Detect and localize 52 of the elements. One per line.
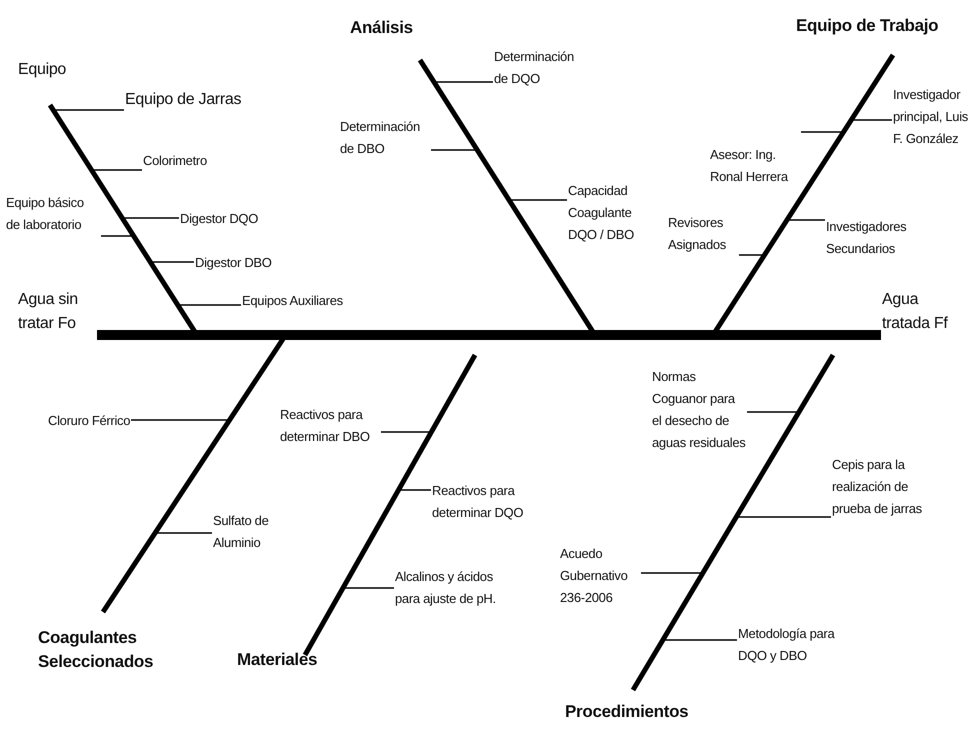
- leader-line: [178, 304, 241, 306]
- cause-label: Equipo de Jarras: [125, 88, 242, 112]
- leader-line: [509, 199, 567, 201]
- cause-label: Digestor DQO: [180, 208, 258, 230]
- effect-label: Agua sin tratar Fo: [18, 288, 96, 336]
- cause-label: Asesor: Ing. Ronal Herrera: [710, 144, 800, 188]
- leader-line: [131, 419, 230, 421]
- spine-line: [97, 330, 881, 340]
- category-label: Análisis: [350, 17, 413, 39]
- cause-label: Cepis para la realización de prueba de jarras: [832, 454, 942, 520]
- cause-label: Determinación de DBO: [340, 116, 430, 160]
- leader-line: [431, 149, 478, 151]
- cause-label: Reactivos para determinar DBO: [280, 404, 380, 448]
- cause-label: Digestor DBO: [195, 252, 272, 274]
- cause-label: Normas Coguanor para el desecho de aguas residuales: [652, 366, 746, 454]
- cause-label: Cloruro Férrico: [48, 410, 130, 432]
- leader-line: [92, 169, 142, 171]
- leader-line: [641, 572, 703, 574]
- cause-label: Colorimetro: [143, 150, 207, 172]
- leader-line: [381, 431, 432, 433]
- leader-line: [150, 261, 194, 263]
- cause-label: Sulfato de Aluminio: [213, 510, 283, 554]
- category-label: Procedimientos: [565, 701, 688, 723]
- cause-label: Investigador principal, Luis F. González: [893, 84, 969, 150]
- cause-label: Acuedo Gubernativo 236-2006: [560, 543, 640, 609]
- category-label: Equipo: [18, 60, 66, 80]
- cause-label: Revisores Asignados: [668, 212, 738, 256]
- cause-label: Alcalinos y ácidos para ajuste de pH.: [395, 566, 513, 610]
- cause-label: Capacidad Coagulante DQO / DBO: [568, 180, 653, 246]
- cause-label: Equipo básico de laboratorio: [6, 192, 100, 236]
- leader-line: [53, 109, 124, 111]
- leader-line: [662, 639, 737, 641]
- leader-line: [739, 254, 764, 256]
- category-label: Coagulantes Seleccionados: [38, 627, 154, 673]
- leader-line: [342, 587, 394, 589]
- leader-line: [786, 219, 825, 221]
- leader-line: [101, 235, 134, 237]
- leader-line: [747, 411, 799, 413]
- leader-line: [736, 516, 831, 518]
- cause-label: Equipos Auxiliares: [242, 290, 343, 312]
- cause-label: Investigadores Secundarios: [826, 216, 926, 260]
- cause-label: Reactivos para determinar DQO: [432, 480, 542, 524]
- leader-line: [122, 217, 179, 219]
- leader-line: [434, 81, 493, 83]
- leader-line: [155, 532, 212, 534]
- leader-line: [851, 119, 892, 121]
- effect-label: Agua tratada Ff: [882, 288, 962, 336]
- category-label: Materiales: [237, 649, 318, 671]
- category-label: Equipo de Trabajo: [796, 15, 938, 37]
- cause-label: Metodología para DQO y DBO: [738, 623, 860, 667]
- cause-label: Determinación de DQO: [494, 46, 582, 90]
- leader-line: [398, 489, 431, 491]
